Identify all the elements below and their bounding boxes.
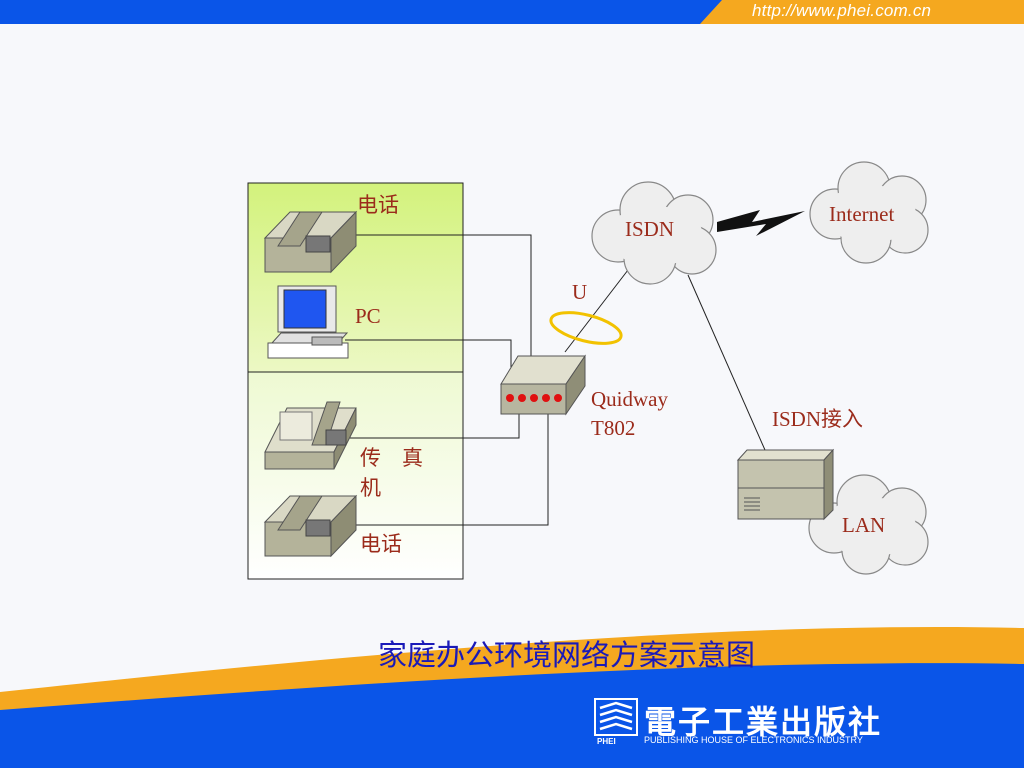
- label-router-number: T802: [591, 416, 636, 440]
- label-phone-bottom: 电话: [360, 532, 402, 556]
- bottom-banner: [0, 626, 1024, 768]
- publisher-logo-icon: [594, 698, 638, 736]
- lan-cloud: [808, 474, 929, 575]
- lightning-link: [717, 210, 805, 236]
- server-icon: [736, 448, 835, 521]
- publisher-name-cn: 電子工業出版社: [644, 703, 883, 741]
- top-bar-accent: [700, 0, 1024, 24]
- u-interface-ring: [549, 311, 623, 345]
- label-fax: 传 真: [360, 446, 423, 470]
- label-phone-top: 电话: [357, 193, 399, 217]
- phone-bottom-icon: [263, 494, 358, 558]
- label-internet: Internet: [829, 202, 895, 226]
- label-isdn: ISDN: [625, 217, 675, 241]
- site-url[interactable]: http://www.phei.com.cn: [752, 1, 932, 20]
- diagram-caption: 家庭办公环境网络方案示意图: [378, 638, 756, 672]
- isdn-cloud: [591, 181, 717, 285]
- router-icon: [500, 354, 586, 416]
- label-u: U: [572, 280, 588, 304]
- label-router-model: Quidway: [591, 387, 668, 411]
- label-fax-2: 机: [360, 476, 381, 500]
- pc-icon: [267, 285, 349, 359]
- fax-icon: [264, 401, 357, 470]
- label-lan: LAN: [842, 513, 886, 537]
- publisher-name-en: PUBLISHING HOUSE OF ELECTRONICS INDUSTRY: [644, 735, 863, 745]
- label-pc: PC: [355, 304, 381, 328]
- internet-cloud: [809, 161, 929, 264]
- phone-top-icon: [263, 210, 358, 274]
- publisher-logo-text: PHEI: [597, 737, 616, 746]
- label-isdn-access: ISDN接入: [772, 407, 864, 431]
